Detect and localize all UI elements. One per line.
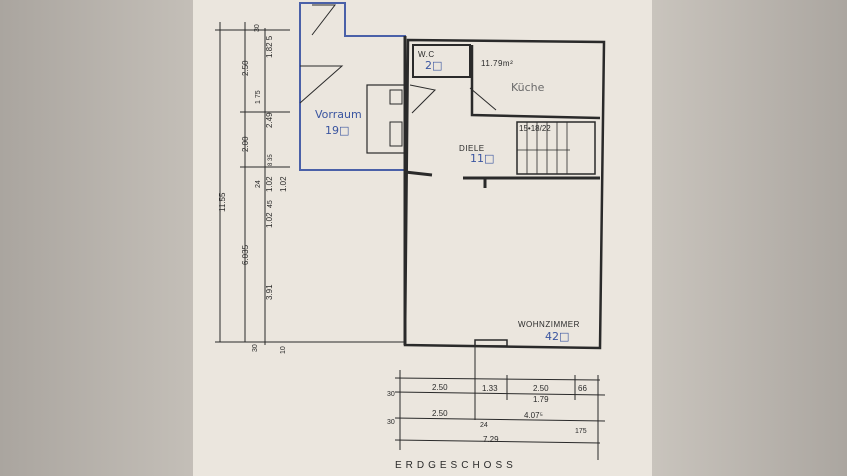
dim-total-width: 7.29: [483, 435, 499, 444]
dim: 6.035: [241, 244, 250, 265]
dim: 175: [575, 428, 587, 435]
background-right: [652, 0, 847, 476]
dim: 24: [255, 180, 262, 188]
dim: 1.82 5: [265, 35, 274, 58]
dim: 2.50: [241, 60, 250, 76]
dim: 2.00: [241, 136, 250, 152]
dim: 45: [267, 200, 274, 208]
dim: 1.33: [482, 384, 498, 393]
dim: 1.02: [279, 176, 288, 192]
dim: 1.79: [533, 395, 549, 404]
background-left: [0, 0, 195, 476]
dim: 3.91: [265, 284, 274, 300]
dim: 1.02: [265, 176, 274, 192]
kitchen-walls: [470, 45, 601, 120]
kitchen-label: Küche: [511, 81, 545, 94]
dim: 24: [480, 422, 488, 429]
dim: 4.07⁵: [524, 411, 543, 420]
diele-label: DIELE: [459, 144, 485, 153]
wohnzimmer-label: WOHNZIMMER: [518, 320, 580, 329]
dim-total-height: 11.55: [218, 192, 227, 212]
vorraum-label: Vorraum: [315, 108, 362, 121]
dim: 2.49: [265, 112, 274, 128]
diele-area: 11□: [470, 152, 494, 165]
dim: 2.50: [432, 383, 448, 392]
dim: 30: [252, 344, 259, 352]
dim: 30: [254, 24, 261, 32]
bottom-dimensions: 2.50 1.33 2.50 66 1.79 2.50 4.07⁵ 30 30 …: [387, 383, 587, 444]
dim: 30: [387, 419, 395, 426]
dim: 1 75: [255, 90, 262, 104]
vorraum-outline: [299, 2, 406, 171]
dim: 10: [280, 346, 287, 354]
plan-title: ERDGESCHOSS: [395, 460, 517, 471]
dim: 2.50: [533, 384, 549, 393]
wc-label: W.C: [418, 50, 435, 59]
house-outline: [403, 38, 606, 350]
dim: 2.50: [432, 409, 448, 418]
vorraum-area: 19□: [325, 124, 349, 137]
dim: 66: [578, 384, 587, 393]
stairs-label: 15•18/22: [519, 124, 551, 133]
wc-area: 2□: [425, 59, 442, 72]
wohnzimmer-area: 42□: [545, 330, 569, 343]
stairs: [516, 121, 596, 175]
wc-walls: [412, 44, 471, 78]
walls: [215, 2, 606, 460]
dim: 1.02: [265, 212, 274, 228]
kitchen-area: 11.79m²: [481, 59, 513, 68]
dim: 30: [387, 391, 395, 398]
left-dimensions: 11.55 2.50 2.00 6.035 1.82 5 2.49 8 35 1…: [218, 24, 288, 354]
floor-plan-paper: [193, 0, 653, 476]
dim: 8 35: [268, 154, 274, 166]
